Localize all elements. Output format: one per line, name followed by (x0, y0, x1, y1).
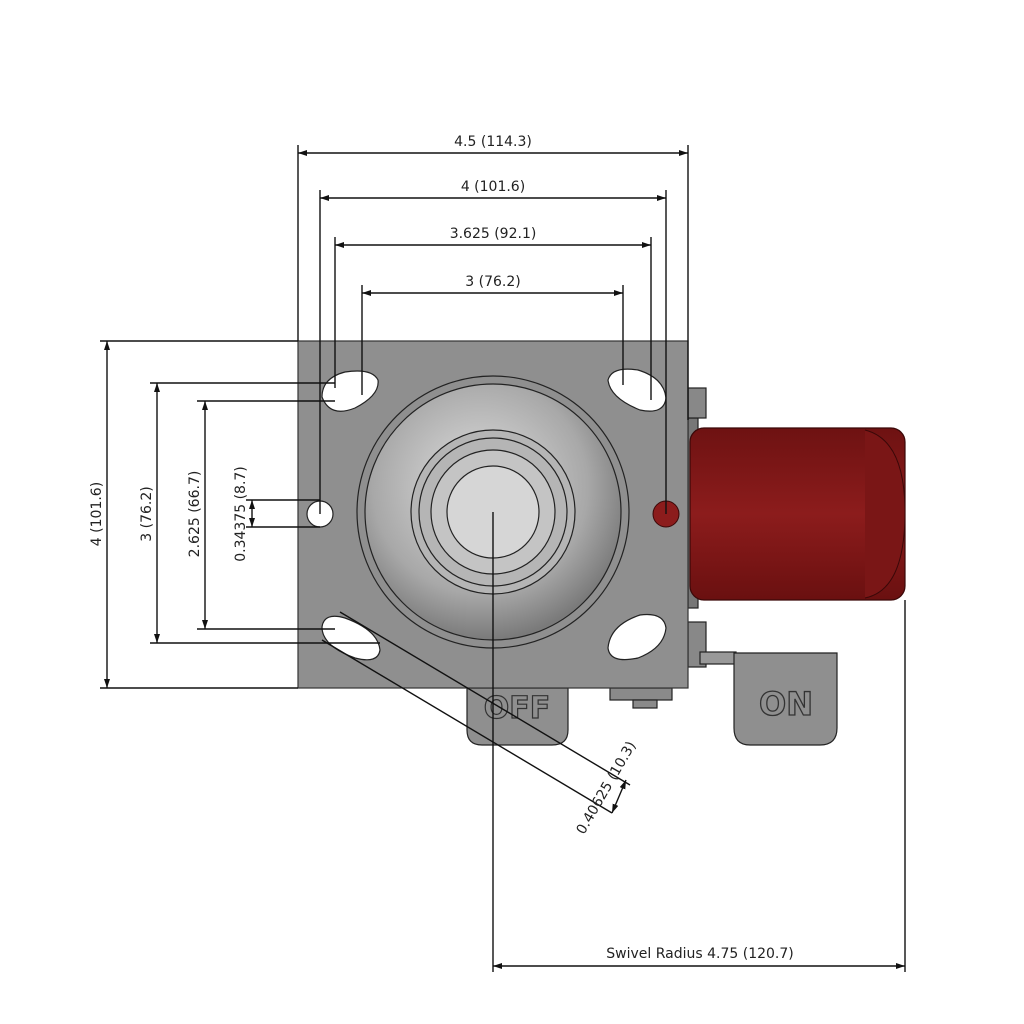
brake-on-label: ON (759, 685, 813, 723)
dim-height-outer-holes: 3 (76.2) (139, 486, 155, 541)
dim-width-overall: 4.5 (114.3) (454, 134, 532, 150)
dim-height-overall: 4 (101.6) (89, 482, 105, 546)
dim-width-slot-outer: 3.625 (92.1) (450, 226, 537, 242)
dim-swivel-radius: Swivel Radius 4.75 (120.7) (606, 946, 793, 962)
dim-hole-diameter: 0.34375 (8.7) (233, 466, 249, 562)
dim-height-inner-holes: 2.625 (66.7) (187, 471, 203, 558)
wheel (687, 387, 906, 609)
brake-pedal-on: ON (609, 621, 838, 746)
brake-off-label: OFF (484, 691, 551, 726)
dim-width-slot-inner: 3 (76.2) (465, 274, 520, 290)
dim-slot-width: 0.40625 (10.3) (573, 739, 639, 837)
dim-width-outer-holes: 4 (101.6) (461, 179, 525, 195)
dimension-lines (100, 145, 906, 972)
